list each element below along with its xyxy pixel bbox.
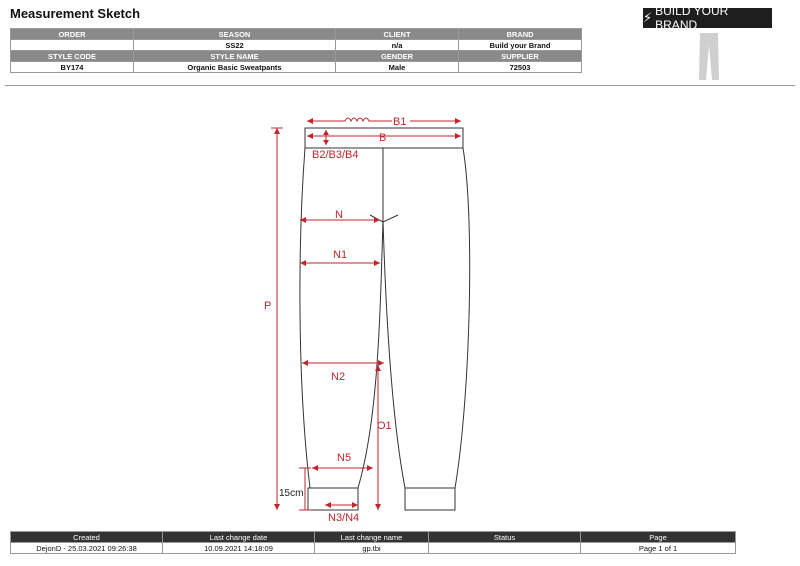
label-15cm: 15cm	[279, 488, 303, 499]
value-status	[428, 542, 581, 554]
value-created: DejonD - 25.03.2021 09:26:38	[10, 542, 163, 554]
header-page: Page	[580, 531, 736, 543]
value-style-code: BY174	[10, 61, 134, 73]
divider	[5, 85, 795, 86]
header-status: Status	[428, 531, 581, 543]
footer-table: Created Last change date Last change nam…	[10, 531, 736, 554]
header-created: Created	[10, 531, 163, 543]
value-page: Page 1 of 1	[580, 542, 736, 554]
label-n5: N5	[337, 452, 351, 464]
header-supplier: SUPPLIER	[458, 50, 582, 62]
label-o1: O1	[377, 420, 392, 432]
brand-logo: ⚡︎ BUILD YOUR BRAND	[643, 4, 772, 32]
value-supplier: 72503	[458, 61, 582, 73]
label-b: B	[379, 132, 386, 144]
dimension-lines	[271, 117, 461, 511]
value-gender: Male	[335, 61, 459, 73]
label-n2: N2	[331, 371, 345, 383]
label-n3-n4: N3/N4	[328, 512, 359, 524]
pants-outline	[299, 127, 471, 511]
bolt-icon: ⚡︎	[643, 10, 653, 25]
label-n: N	[335, 209, 343, 221]
header-last-change-date: Last change date	[162, 531, 315, 543]
header-last-change-name: Last change name	[314, 531, 429, 543]
logo-text: BUILD YOUR BRAND	[655, 4, 729, 32]
label-p: P	[264, 300, 271, 312]
label-b1: B1	[393, 116, 406, 128]
label-n1: N1	[333, 249, 347, 261]
value-last-change-date: 10.09.2021 14:18:09	[162, 542, 315, 554]
value-last-change-name: gp.tbi	[314, 542, 429, 554]
product-thumbnail	[699, 33, 719, 80]
label-b2-b3-b4: B2/B3/B4	[312, 149, 358, 161]
page-title: Measurement Sketch	[10, 6, 141, 21]
